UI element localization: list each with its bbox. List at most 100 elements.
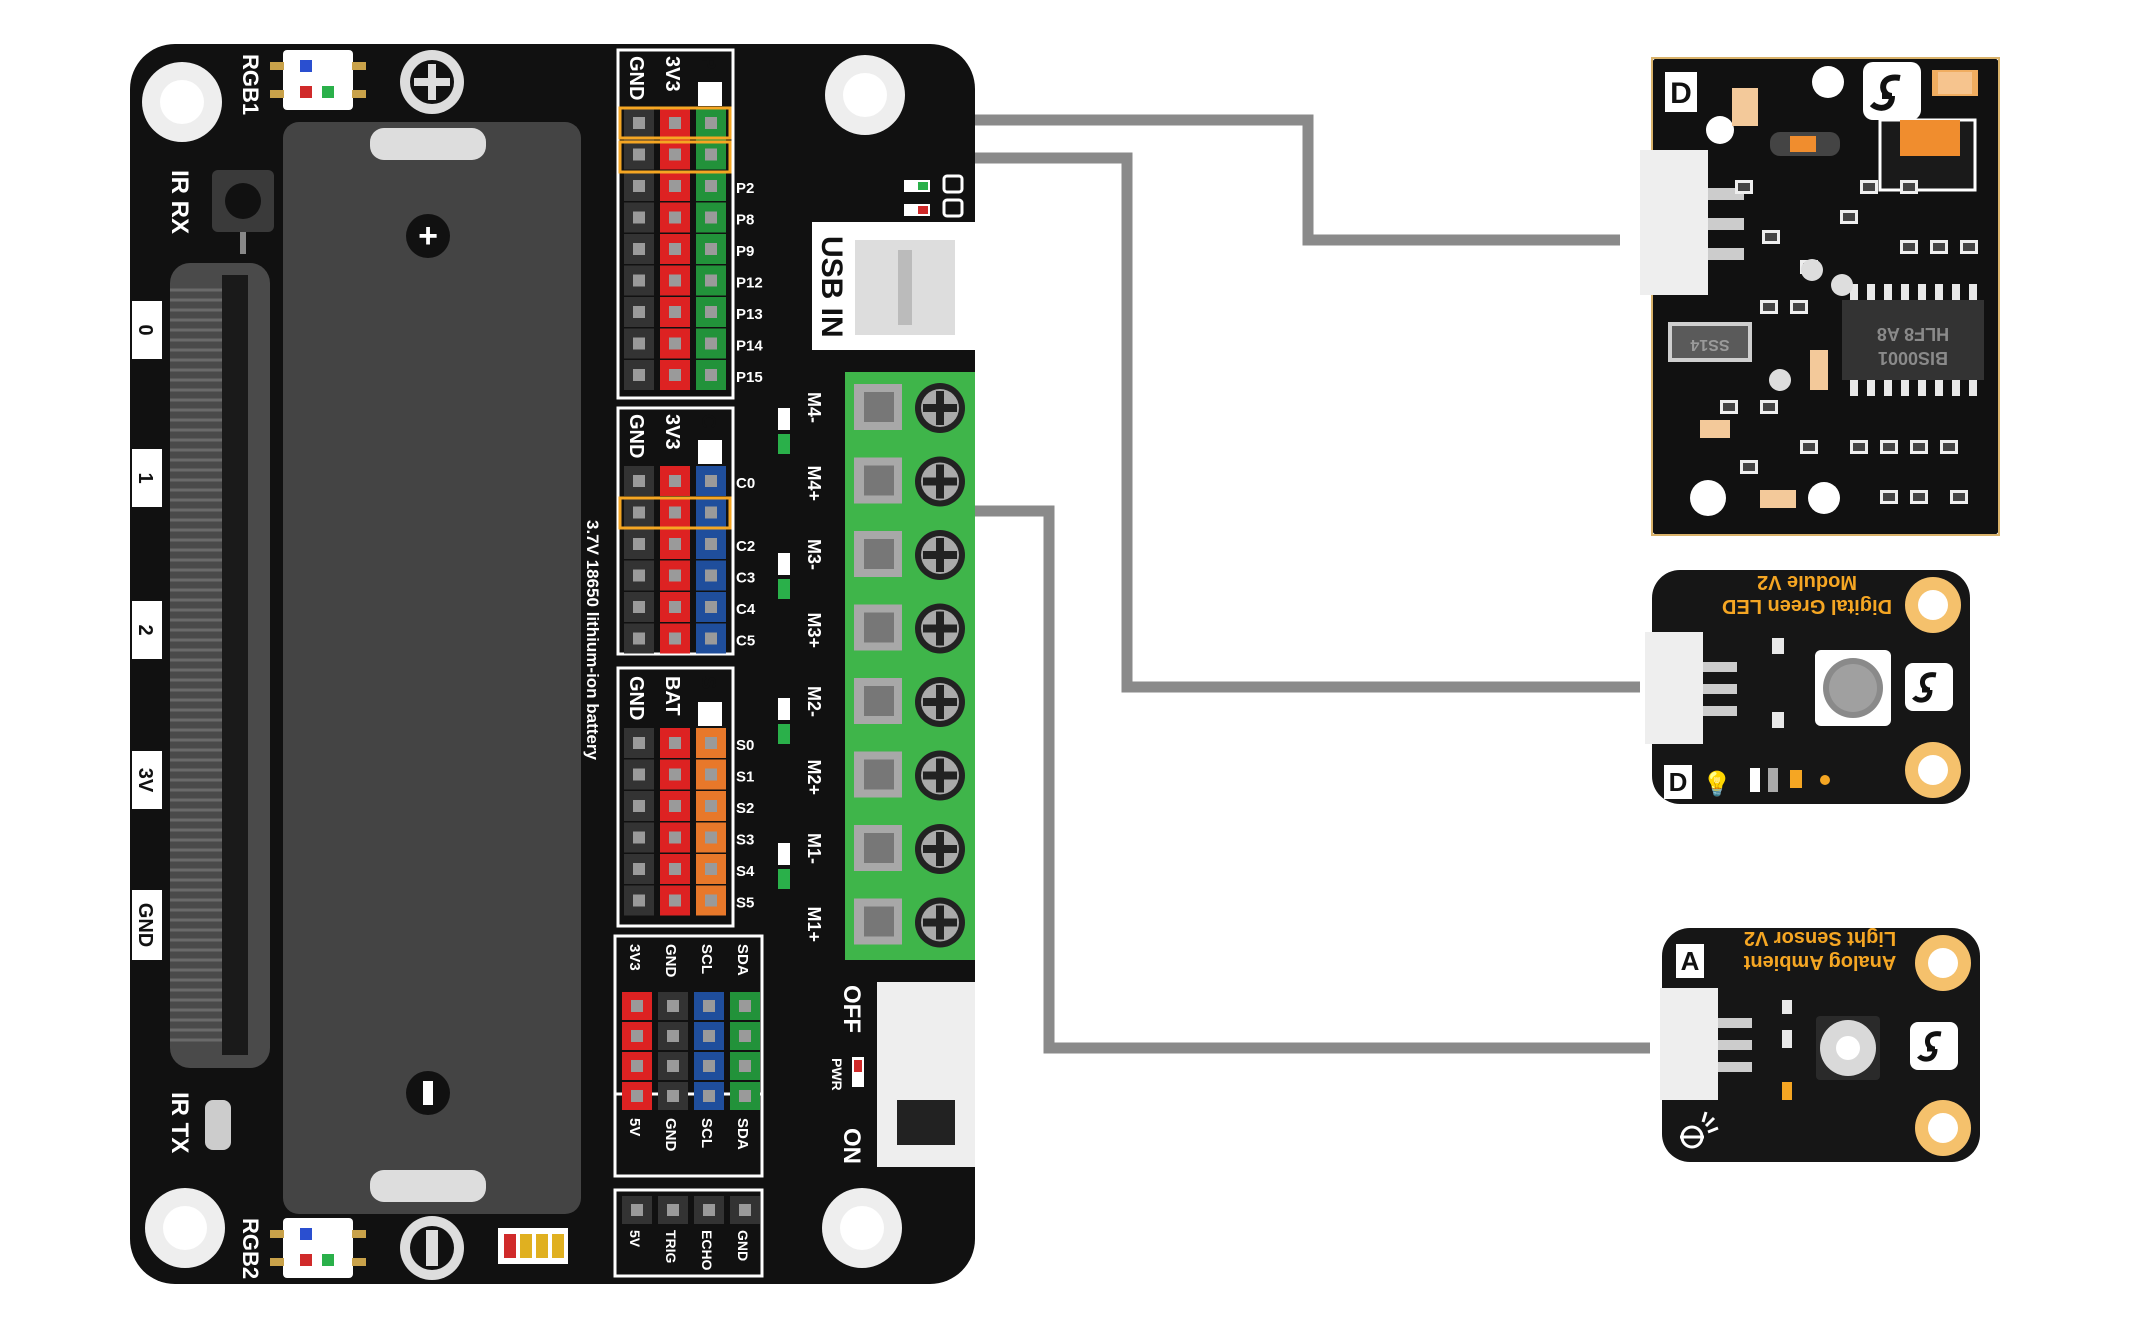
battery-clip-bottom (370, 1170, 486, 1202)
rgb2-label: RGB2 (238, 1218, 263, 1279)
light-title-2: Light Sensor V2 (1744, 927, 1896, 949)
c-col-label: C (697, 414, 719, 428)
ultrasonic-label: ECHO (699, 1230, 715, 1271)
light-type-letter: A (1681, 946, 1700, 976)
light-connector (1660, 988, 1718, 1100)
c1-highlight (618, 496, 732, 530)
light-sun-icon (1680, 1111, 1719, 1149)
edge-pin-label-box (132, 751, 162, 809)
p-col-label: GND (625, 56, 647, 100)
s-col-label: BAT (661, 676, 683, 716)
rgb2-led (283, 1218, 353, 1278)
p-pin-label: P2 (736, 180, 754, 197)
led-type-letter: D (1669, 767, 1688, 797)
light-title-1: Analog Ambient (1743, 951, 1896, 973)
ir-tx-emitter (205, 1100, 231, 1150)
rgb1-led (283, 50, 353, 110)
light-logo-icon (1910, 1022, 1958, 1070)
mp3-diode-text: SS14 (1690, 336, 1729, 353)
mp3-chip (1842, 300, 1984, 380)
edge-pin-label: 3V (134, 768, 156, 793)
p-pin-label: P15 (736, 369, 763, 386)
i2c-bottom-label: SDA (734, 1118, 751, 1150)
led-title-1: Digital Green LED (1722, 595, 1892, 617)
light-type-badge (1676, 944, 1704, 978)
edge-pin-label-box (132, 301, 162, 359)
c-col-label: 3V3 (661, 414, 683, 450)
edge-pin-label: GND (134, 903, 156, 947)
c-pin-label: C5 (736, 633, 755, 650)
i2c-top-label: GND (662, 944, 679, 978)
switch-on-label: ON (838, 1128, 865, 1164)
motor-indicator (778, 698, 790, 720)
module-mp3: D HLF8 A8 BIS0001 SS14 (1640, 57, 2000, 536)
battery-label: 3.7V 18650 lithium-ion battery (583, 520, 602, 761)
rgb1-label: RGB1 (238, 54, 263, 115)
c-pin-label: C0 (736, 475, 755, 492)
motor-label: M2+ (804, 760, 824, 796)
p0-highlight (618, 106, 732, 140)
i2c-top-label: SDA (734, 944, 751, 976)
p-pin-label: P12 (736, 275, 763, 292)
motor-label: M1+ (804, 907, 824, 943)
mp3-type-badge (1665, 72, 1697, 112)
c-col-label: GND (625, 414, 647, 458)
wire-p0-to-mp3 (728, 114, 1620, 246)
motor-label: M1- (804, 833, 824, 864)
module-light-sensor: Analog Ambient Light Sensor V2 A (1660, 927, 1980, 1162)
edge-pin-label: 0 (134, 324, 156, 335)
s-signal-label-box (698, 702, 722, 726)
s-pin-label: S0 (736, 737, 754, 754)
p-col-label: 3V3 (661, 56, 683, 92)
s-pin-label: S2 (736, 800, 754, 817)
i2c-bottom-label: 5V (626, 1118, 643, 1136)
mp3-logo-icon (1863, 62, 1921, 120)
battery-holder (283, 122, 581, 1214)
edge-pin-label-box (132, 601, 162, 659)
motor-indicator (778, 843, 790, 865)
s-pin-label: S4 (736, 863, 755, 880)
p-pin-label: P14 (736, 338, 763, 355)
battery-plus-icon (406, 214, 450, 258)
ultrasonic-label: GND (735, 1230, 751, 1261)
ir-tx-label: IR TX (166, 1092, 193, 1153)
led-board (1652, 570, 1970, 804)
edge-pin-label: 1 (134, 472, 156, 483)
edge-pin-label-box (132, 449, 162, 507)
led-title-2: Module V2 (1757, 571, 1857, 593)
s-pin-label: S1 (736, 769, 754, 786)
i2c-bottom-label: SCL (698, 1118, 715, 1148)
c-signal-label-box (698, 440, 722, 464)
motor-label: M4+ (804, 466, 824, 502)
p-pin-label: P9 (736, 243, 754, 260)
i2c-top-label: 3V3 (626, 944, 643, 971)
switch-off-label: OFF (838, 985, 865, 1033)
edge-connector (170, 263, 270, 1068)
ultrasonic-label: 5V (627, 1230, 643, 1248)
module-green-led: Digital Green LED Module V2 D 💡 (1645, 570, 1970, 804)
motor-indicator (778, 408, 790, 430)
p1-highlight (618, 140, 732, 174)
ultrasonic-header: 5V TRIG ECHO GND (613, 1188, 764, 1278)
led-connector (1645, 632, 1703, 744)
i2c-bottom-label: GND (662, 1118, 679, 1152)
ultrasonic-label: TRIG (663, 1230, 679, 1264)
motor-label: M2- (804, 686, 824, 717)
pwr-label: PWR (829, 1058, 845, 1091)
s-col-label: S (697, 676, 719, 689)
power-switch-knob[interactable] (897, 1100, 955, 1145)
motor-label: M3+ (804, 613, 824, 649)
motor-indicator (778, 553, 790, 575)
p-pin-label: P13 (736, 306, 763, 323)
edge-pin-label: 2 (134, 624, 156, 635)
battery-plus-text: + (418, 217, 438, 255)
motor-label: M3- (804, 539, 824, 570)
i2c-top-label: SCL (698, 944, 715, 974)
mp3-chip-text: HLF8 A8 (1877, 324, 1949, 344)
